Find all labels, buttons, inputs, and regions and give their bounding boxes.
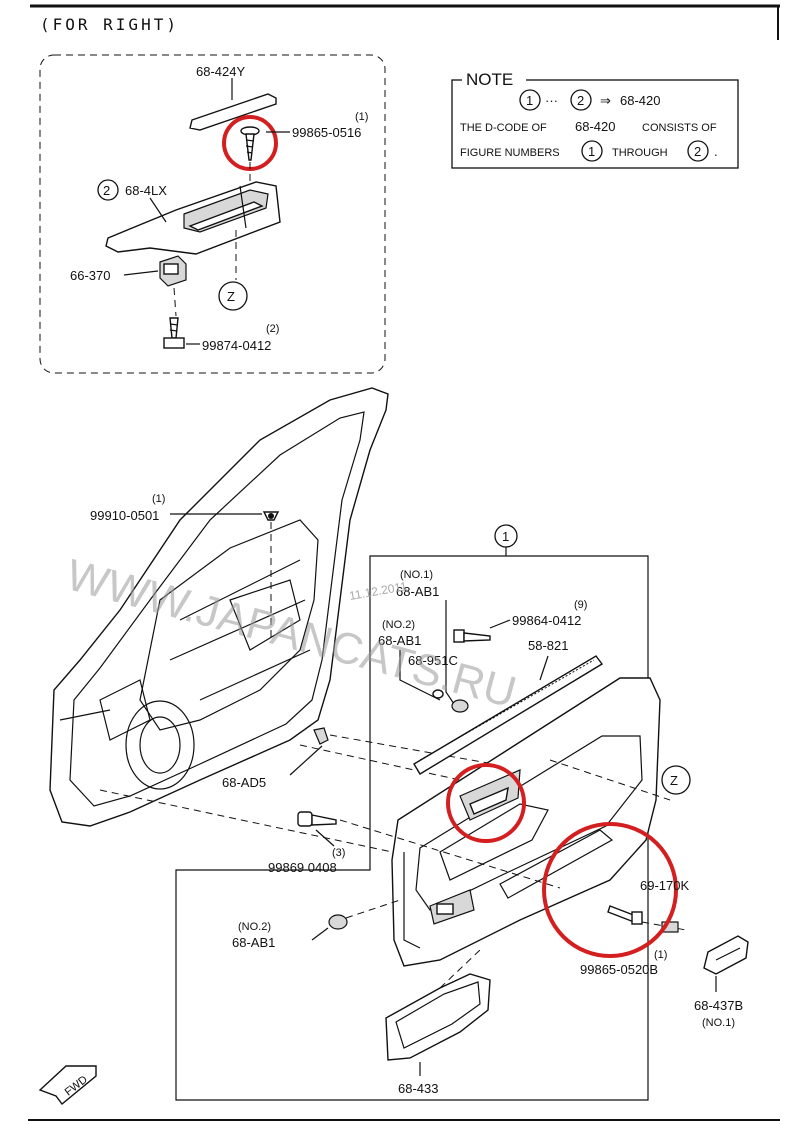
assembly-1-boundary: [175, 555, 649, 1101]
weatherstrip-58-821-shape: [413, 655, 604, 775]
note-to-number: 2: [577, 93, 584, 108]
fig-number-2: 2: [103, 183, 110, 198]
label-68-4LX: 68-4LX: [125, 183, 167, 198]
label-99865-0520B: 99865-0520B: [580, 962, 658, 977]
clip-68-AD5-icon: [313, 727, 329, 745]
washer-68-AB1-icon: [432, 689, 444, 699]
note-heading: NOTE: [466, 70, 513, 89]
label-68-AB1-no2: 68-AB1: [378, 633, 421, 648]
qty-99869-0408: (3): [332, 847, 345, 859]
note-line3-n1: 1: [588, 144, 595, 159]
label-99865-0516: 99865-0516: [292, 125, 361, 140]
door-trim-panel-shape: [391, 677, 661, 967]
label-66-370: 66-370: [70, 268, 110, 283]
note-68-AB1-bottom: (NO.2): [238, 921, 271, 933]
note-line2-code: 68-420: [575, 119, 615, 134]
ref-z-label: Z: [227, 289, 235, 304]
ref-z-label-main: Z: [670, 773, 678, 788]
door-inner-panel-shape: [49, 387, 389, 827]
note-line3-a: FIGURE NUMBERS: [460, 147, 560, 159]
label-68-AD5: 68-AD5: [222, 775, 266, 790]
qty-99865-0520B: (1): [654, 949, 667, 961]
ref-z-marker: [218, 281, 248, 311]
screw-99869-0408-icon: [297, 811, 337, 827]
note-68-AB1-no2: (NO.2): [382, 619, 415, 631]
label-68-AB1-bottom: 68-AB1: [232, 935, 275, 950]
qty-99910-0501: (1): [152, 493, 165, 505]
label-68-951C: 68-951C: [408, 653, 458, 668]
clip-68-AB1-bottom-icon: [328, 914, 348, 930]
clip-68-AB1-icon: [451, 699, 469, 713]
note-from-number: 1: [526, 93, 533, 108]
clip-99910-0501-icon: [262, 511, 280, 521]
note-68-437B: (NO.1): [702, 1017, 735, 1029]
highlight-circle-grip: [542, 822, 678, 958]
inset-detail: 68-424Y (1) 99865-0516 2 68-4LX: [39, 54, 386, 374]
label-68-433: 68-433: [398, 1081, 438, 1096]
label-68-AB1-no1: 68-AB1: [396, 584, 439, 599]
label-69-170K: 69-170K: [640, 878, 689, 893]
note-line2-a: THE D-CODE OF: [460, 122, 547, 134]
label-99864-0412: 99864-0412: [512, 613, 581, 628]
figure-2-marker: [97, 179, 119, 201]
fwd-arrow-icon: FWD: [38, 1065, 97, 1106]
screw-99865-0520B-icon: [607, 905, 643, 925]
label-68-437B: 68-437B: [694, 998, 743, 1013]
qty-99865-0516: (1): [355, 111, 368, 123]
note-box: NOTE 1 ··· 2 ⇒ 68-420 THE D-CODE OF 68-4…: [451, 68, 739, 169]
figure-1-marker: [494, 524, 518, 548]
label-99910-0501: 99910-0501: [90, 508, 159, 523]
fig-number-1: 1: [502, 529, 509, 544]
qty-99874-0412: (2): [266, 323, 279, 335]
qty-99864-0412: (9): [574, 599, 587, 611]
label-99874-0412: 99874-0412: [202, 338, 271, 353]
bracket-68-437B-shape: [703, 935, 749, 975]
note-arrow: ⇒: [600, 93, 611, 108]
screw-99874-0412-icon: [163, 317, 185, 349]
note-dots: ···: [545, 93, 558, 108]
label-58-821: 58-821: [528, 638, 568, 653]
screw-99865-0516-icon: [240, 126, 260, 161]
inset-frame: [39, 54, 386, 374]
highlight-circle-switch-bezel: [446, 763, 526, 843]
note-line3-n2: 2: [694, 144, 701, 159]
page-title: (FOR RIGHT): [40, 15, 179, 34]
part-68-424Y-shape: [189, 93, 277, 131]
ref-z-marker-main: [661, 765, 691, 795]
label-99869-0408: 99869 0408: [268, 860, 337, 875]
note-68-AB1-no1: (NO.1): [400, 569, 433, 581]
watermark-date: 11.12.2011: [348, 579, 408, 603]
note-line3-end: .: [714, 144, 718, 159]
pocket-68-433-shape: [385, 973, 491, 1061]
note-line3-b: THROUGH: [612, 147, 668, 159]
note-line2-b: CONSISTS OF: [642, 122, 717, 134]
note-code: 68-420: [620, 93, 660, 108]
bolt-99864-0412-icon: [453, 629, 491, 643]
label-68-424Y: 68-424Y: [196, 64, 245, 79]
part-66-370-shape: [159, 255, 187, 287]
